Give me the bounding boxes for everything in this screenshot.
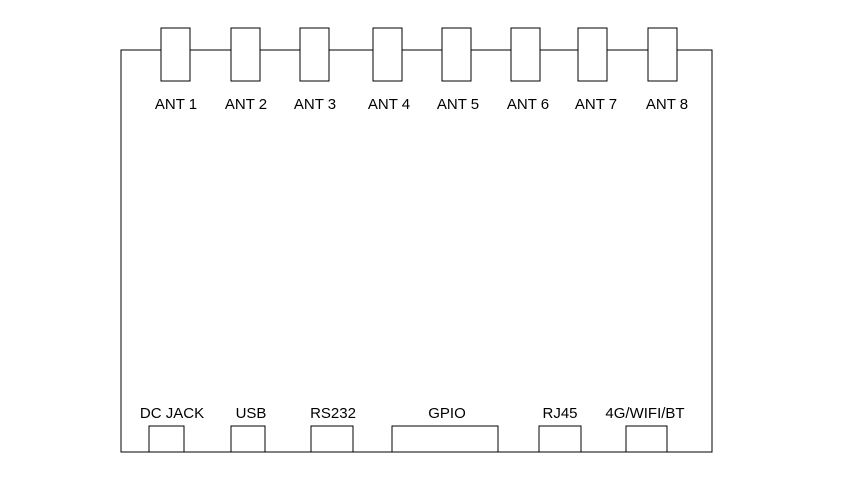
device-enclosure [120,49,713,453]
ant-7-label: ANT 7 [575,96,617,113]
rs232-connector [310,425,354,453]
gpio-label: GPIO [428,405,466,422]
ant-2-connector [230,27,261,82]
ant-1-connector [160,27,191,82]
ant-8-connector [647,27,678,82]
ant-8-label: ANT 8 [646,96,688,113]
rj45-label: RJ45 [542,405,577,422]
gpio-connector [391,425,499,453]
ant-3-connector [299,27,330,82]
ant-5-connector [441,27,472,82]
dc-jack-connector [148,425,185,453]
ant-2-label: ANT 2 [225,96,267,113]
ant-7-connector [577,27,608,82]
usb-label: USB [236,405,267,422]
rs232-label: RS232 [310,405,356,422]
rj45-connector [538,425,582,453]
ant-6-label: ANT 6 [507,96,549,113]
ant-1-label: ANT 1 [155,96,197,113]
ant-3-label: ANT 3 [294,96,336,113]
4g-wifi-bt-label: 4G/WIFI/BT [605,405,684,422]
4g-wifi-bt-connector [625,425,668,453]
ant-6-connector [510,27,541,82]
dc-jack-label: DC JACK [140,405,204,422]
usb-connector [230,425,266,453]
ant-5-label: ANT 5 [437,96,479,113]
ant-4-connector [372,27,403,82]
ant-4-label: ANT 4 [368,96,410,113]
